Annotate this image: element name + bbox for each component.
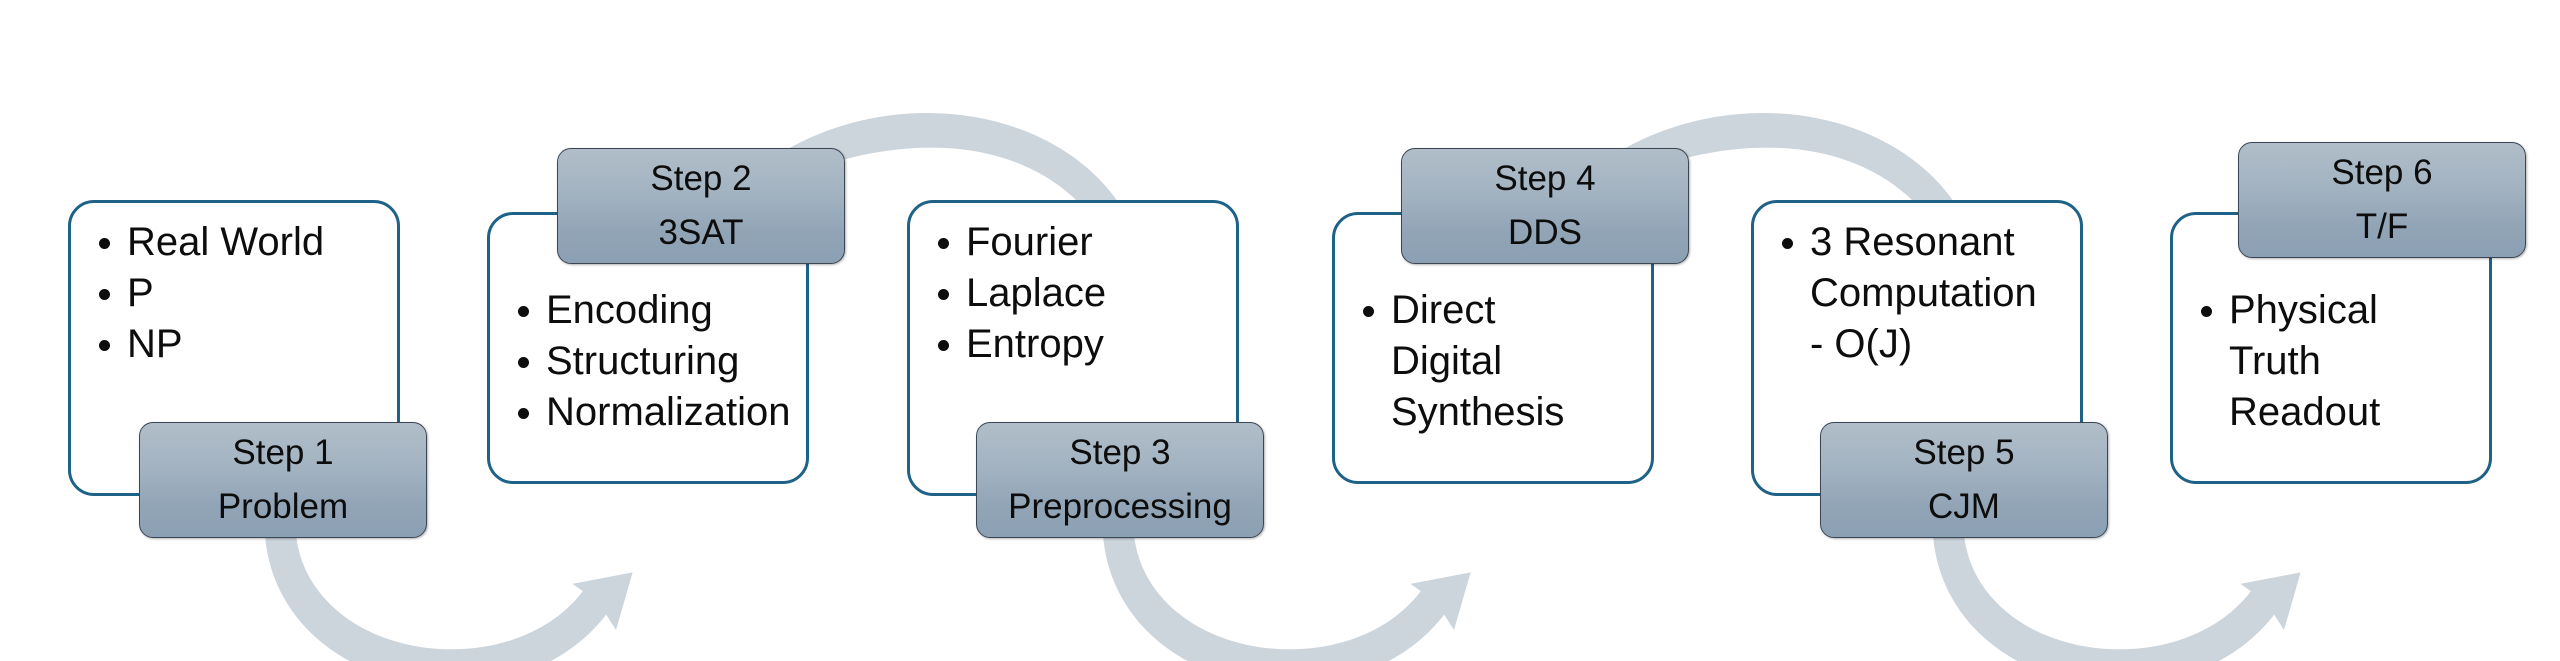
badge-step-6[interactable]: Step 6 T/F — [2238, 142, 2526, 258]
badge-step-3[interactable]: Step 3 Preprocessing — [976, 422, 1264, 538]
card-step-2: Encoding Structuring Normalization — [487, 212, 809, 484]
list-item: Structuring — [516, 336, 792, 387]
badge-step-name: T/F — [2355, 207, 2409, 246]
badge-step-5[interactable]: Step 5 CJM — [1820, 422, 2108, 538]
arrow-step5-to-step6 — [1933, 534, 2301, 661]
list-item: Physical Truth Readout — [2199, 285, 2475, 438]
list-item: Normalization — [516, 387, 792, 438]
badge-step-1[interactable]: Step 1 Problem — [139, 422, 427, 538]
badge-step-label: Step 5 — [1913, 433, 2015, 472]
bullet-list-step-5: 3 Resonant Computation - O(J) — [1780, 217, 2066, 370]
badge-step-4[interactable]: Step 4 DDS — [1401, 148, 1689, 264]
badge-step-label: Step 4 — [1494, 159, 1596, 198]
badge-step-label: Step 2 — [650, 159, 752, 198]
badge-step-name: Problem — [217, 487, 349, 526]
badge-step-label: Step 6 — [2331, 153, 2433, 192]
card-step-5: 3 Resonant Computation - O(J) — [1751, 200, 2083, 496]
badge-step-name: 3SAT — [658, 213, 744, 252]
arrow-step1-to-step2 — [265, 534, 633, 661]
list-item: Encoding — [516, 285, 792, 336]
list-item: Direct Digital Synthesis — [1361, 285, 1637, 438]
list-item: Laplace — [936, 268, 1222, 319]
badge-step-2[interactable]: Step 2 3SAT — [557, 148, 845, 264]
list-item: Entropy — [936, 319, 1222, 370]
bullet-list-step-3: Fourier Laplace Entropy — [936, 217, 1222, 370]
list-item: Real World — [97, 217, 383, 268]
badge-step-name: CJM — [1928, 487, 2000, 526]
bullet-list-step-4: Direct Digital Synthesis — [1361, 285, 1637, 438]
list-item: P — [97, 268, 383, 319]
bullet-list-step-2: Encoding Structuring Normalization — [516, 285, 792, 438]
list-item: 3 Resonant Computation - O(J) — [1780, 217, 2066, 370]
badge-step-name: DDS — [1508, 213, 1582, 252]
list-item: NP — [97, 319, 383, 370]
arrow-step3-to-step4 — [1103, 534, 1471, 661]
list-item: Fourier — [936, 217, 1222, 268]
badge-step-label: Step 3 — [1069, 433, 1171, 472]
bullet-list-step-1: Real World P NP — [97, 217, 383, 370]
badge-step-name: Preprocessing — [1008, 487, 1232, 526]
badge-step-label: Step 1 — [232, 433, 334, 472]
bullet-list-step-6: Physical Truth Readout — [2199, 285, 2475, 438]
